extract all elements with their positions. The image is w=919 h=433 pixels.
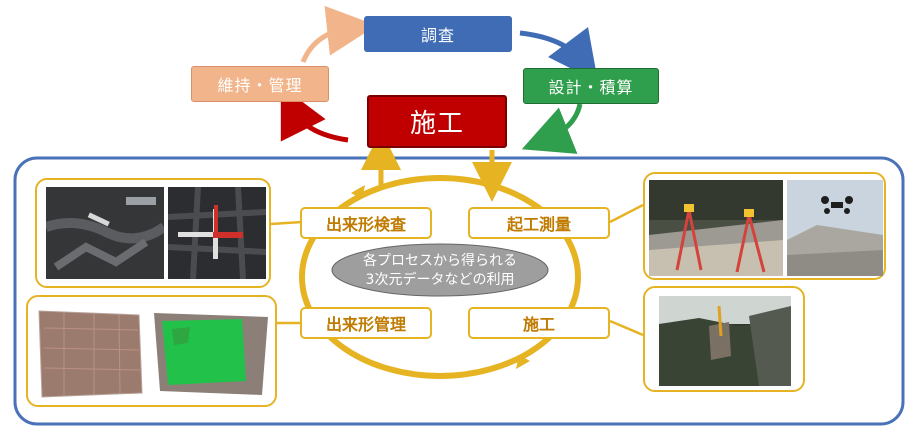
inspection-photo-2 (168, 187, 266, 279)
inspection-label: 出来形検査 (325, 215, 406, 234)
construction-photo-1 (659, 296, 791, 386)
inspection-photo-group (35, 178, 271, 288)
form-management-label-box: 出来形管理 (300, 307, 432, 339)
maintenance-box: 維持・管理 (191, 66, 329, 102)
construction-main-box: 施工 (367, 95, 507, 148)
construction-process-label: 施工 (522, 315, 555, 334)
maintenance-label: 維持・管理 (217, 76, 303, 95)
construction-photo-group (643, 286, 805, 392)
survey-box: 調査 (364, 16, 512, 52)
initial-survey-label-box: 起工測量 (468, 207, 610, 239)
center-ellipse (331, 243, 549, 297)
center-text-line2: 3次元データなどの利用 (365, 272, 515, 288)
form-management-label: 出来形管理 (325, 315, 406, 334)
process-ring (299, 175, 581, 379)
center-text-line1: 各プロセスから得られる (363, 253, 517, 269)
initial-survey-photo-group (643, 172, 886, 280)
arrow-survey-to-design (519, 26, 599, 82)
inspection-label-box: 出来形検査 (300, 207, 432, 239)
design-label: 設計・積算 (548, 78, 634, 97)
design-box: 設計・積算 (523, 68, 659, 104)
form-management-photo-2 (150, 303, 272, 401)
initial-survey-label: 起工測量 (506, 215, 571, 234)
construction-main-label: 施工 (409, 109, 464, 139)
initial-survey-photo-2 (787, 180, 883, 276)
form-management-photo-group (26, 295, 277, 407)
outer-frame (13, 156, 905, 426)
inspection-photo-1 (46, 187, 164, 279)
center-text: 各プロセスから得られる 3次元データなどの利用 (336, 252, 544, 290)
initial-survey-photo-1 (649, 180, 783, 276)
arrow-design-to-construction (521, 103, 583, 154)
arrow-maintenance-to-survey (300, 5, 377, 64)
survey-label: 調査 (420, 26, 455, 45)
construction-process-label-box: 施工 (468, 307, 610, 339)
arrow-construction-to-maintenance (280, 85, 349, 143)
form-management-photo-1 (34, 303, 146, 401)
